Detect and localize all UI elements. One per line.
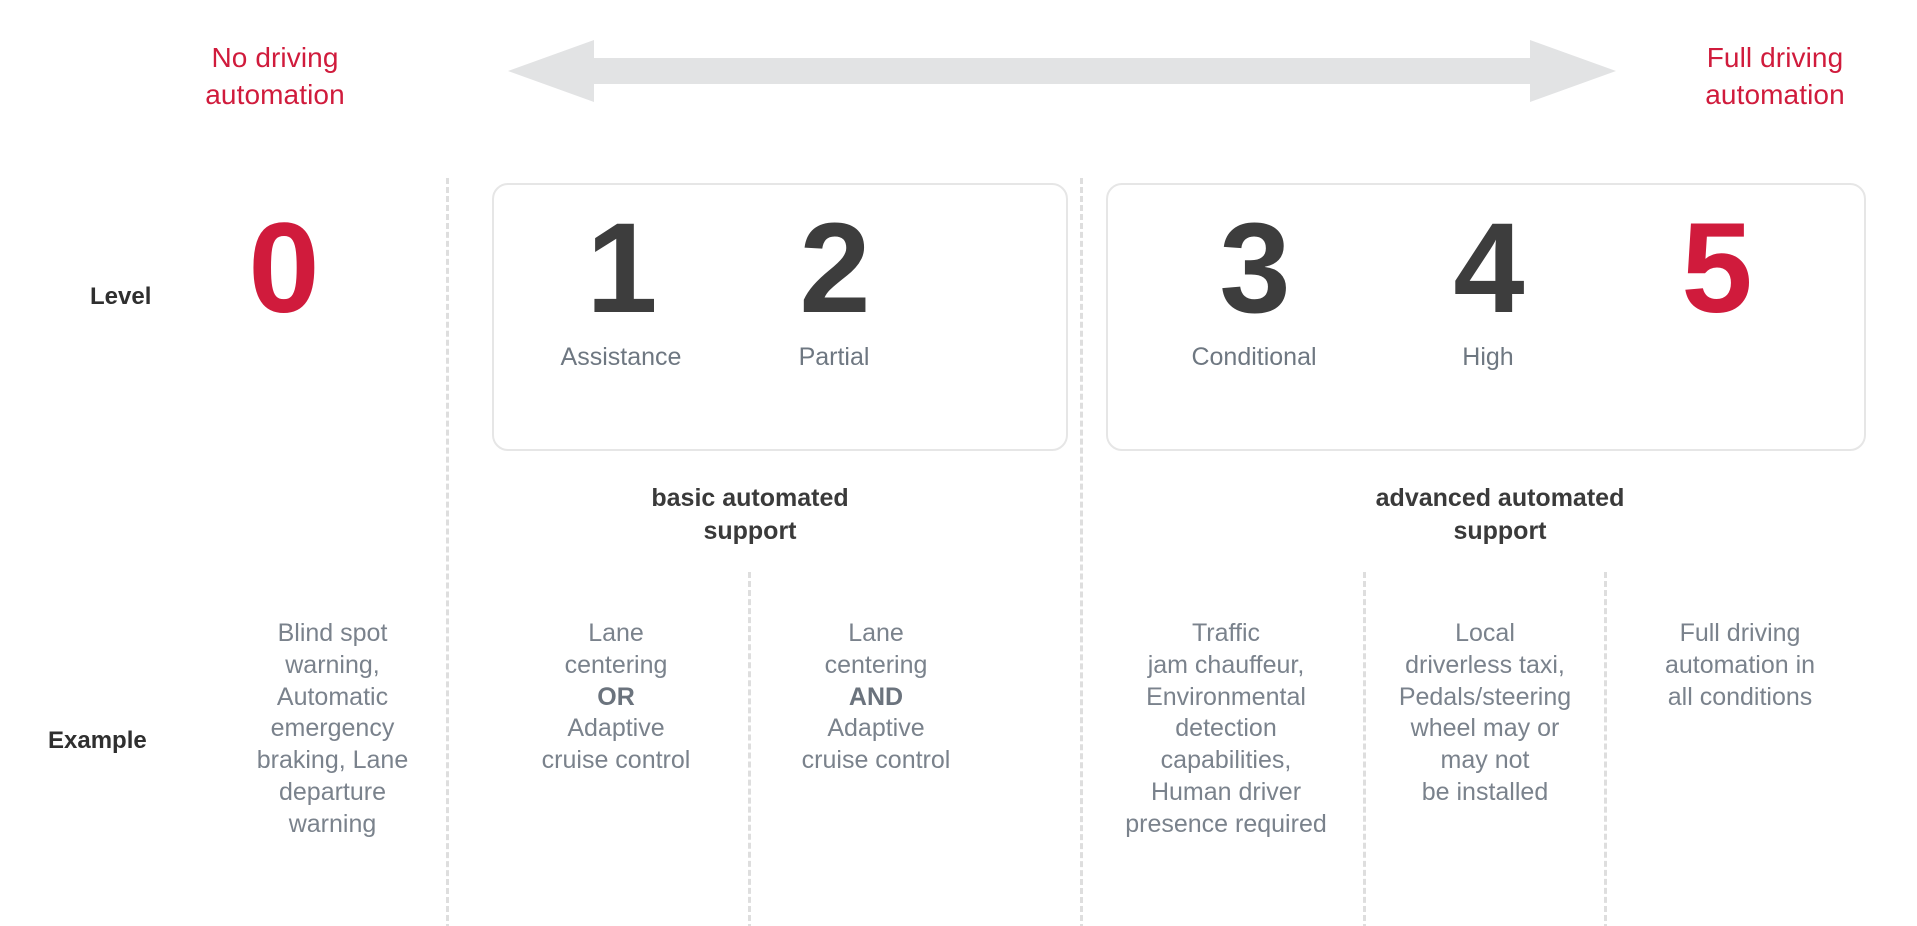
divider-level1-level2 — [748, 572, 751, 926]
row-label-level: Level — [90, 283, 152, 310]
double-headed-arrow-icon — [508, 36, 1616, 106]
divider-level4-level5 — [1604, 572, 1607, 926]
level-number-2: 2 — [799, 197, 870, 340]
level-number-0: 0 — [248, 197, 319, 340]
level-number-3: 3 — [1219, 197, 1290, 340]
row-label-example: Example — [48, 727, 147, 754]
level-name-1: Assistance — [560, 342, 682, 371]
level-number-1: 1 — [586, 197, 657, 340]
level-cell-4: 4 High — [1388, 197, 1588, 372]
level-number-5: 5 — [1681, 197, 1752, 340]
level-cell-3: 3 Conditional — [1154, 197, 1354, 372]
level-name-4: High — [1462, 342, 1514, 371]
divider-level0-level1 — [446, 178, 449, 926]
level-cell-1: 1 Assistance — [521, 197, 721, 372]
divider-basic-advanced — [1080, 178, 1083, 926]
level-cell-2: 2 Partial — [734, 197, 934, 372]
level-name-2: Partial — [798, 342, 870, 371]
divider-level3-level4 — [1363, 572, 1366, 926]
level-number-4: 4 — [1453, 197, 1524, 340]
group-box-basic-automated-support — [492, 183, 1068, 451]
group-box-advanced-automated-support — [1106, 183, 1866, 451]
level-cell-5: 5 — [1616, 197, 1816, 342]
level-cell-0: 0 — [183, 197, 383, 342]
level-name-3: Conditional — [1191, 342, 1317, 371]
